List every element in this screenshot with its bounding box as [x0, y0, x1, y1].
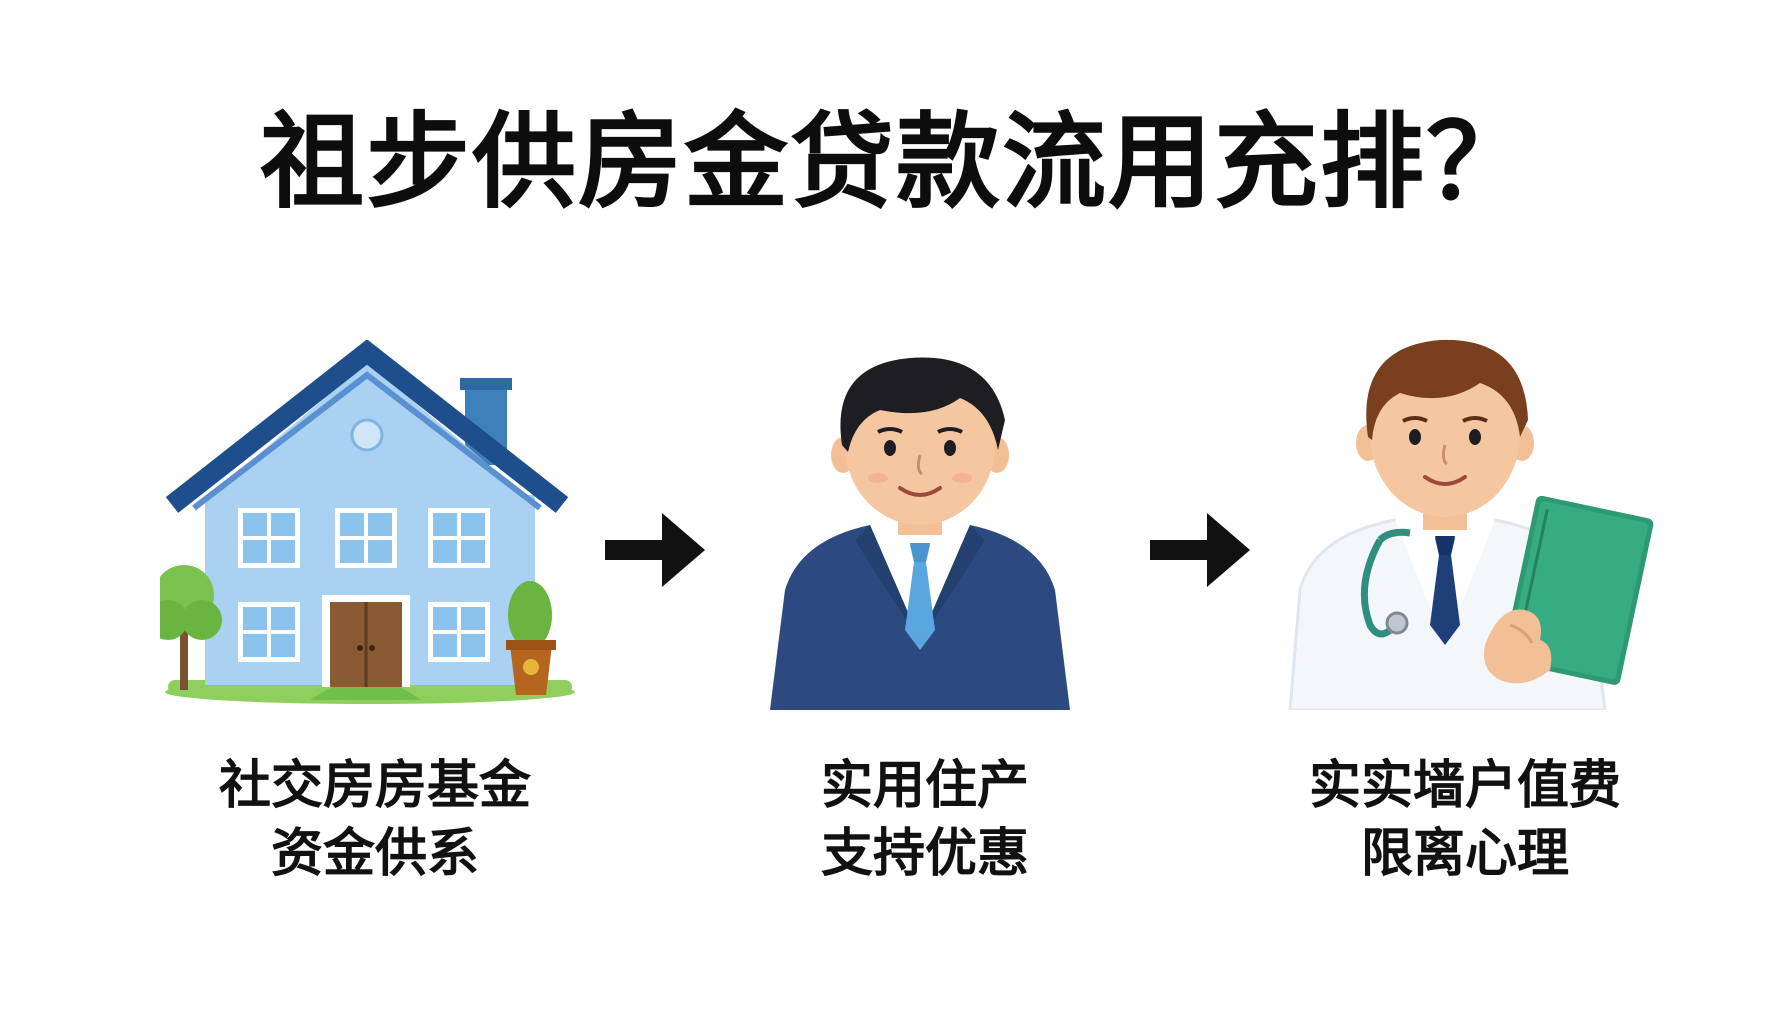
caption-line: 社交房房基金 — [218, 756, 531, 816]
house-icon — [160, 340, 580, 710]
caption-line: 支持优惠 — [820, 824, 1029, 884]
step-caption-1: 社交房房基金 资金供系 — [155, 752, 595, 888]
caption-line: 实实墙户值费 — [1308, 756, 1621, 816]
step-caption-2: 实用住产 支持优惠 — [705, 752, 1145, 888]
caption-line: 限离心理 — [1360, 824, 1569, 884]
doctor-icon — [1270, 325, 1670, 710]
caption-line: 实用住产 — [820, 756, 1029, 816]
right-arrow-icon — [1145, 505, 1255, 595]
step-caption-3: 实实墙户值费 限离心理 — [1245, 752, 1685, 888]
right-arrow-icon — [600, 505, 710, 595]
businessman-icon — [760, 340, 1080, 710]
page-title: 祖步供房金贷款流用充排？ — [259, 101, 1532, 223]
caption-line: 资金供系 — [270, 824, 479, 884]
